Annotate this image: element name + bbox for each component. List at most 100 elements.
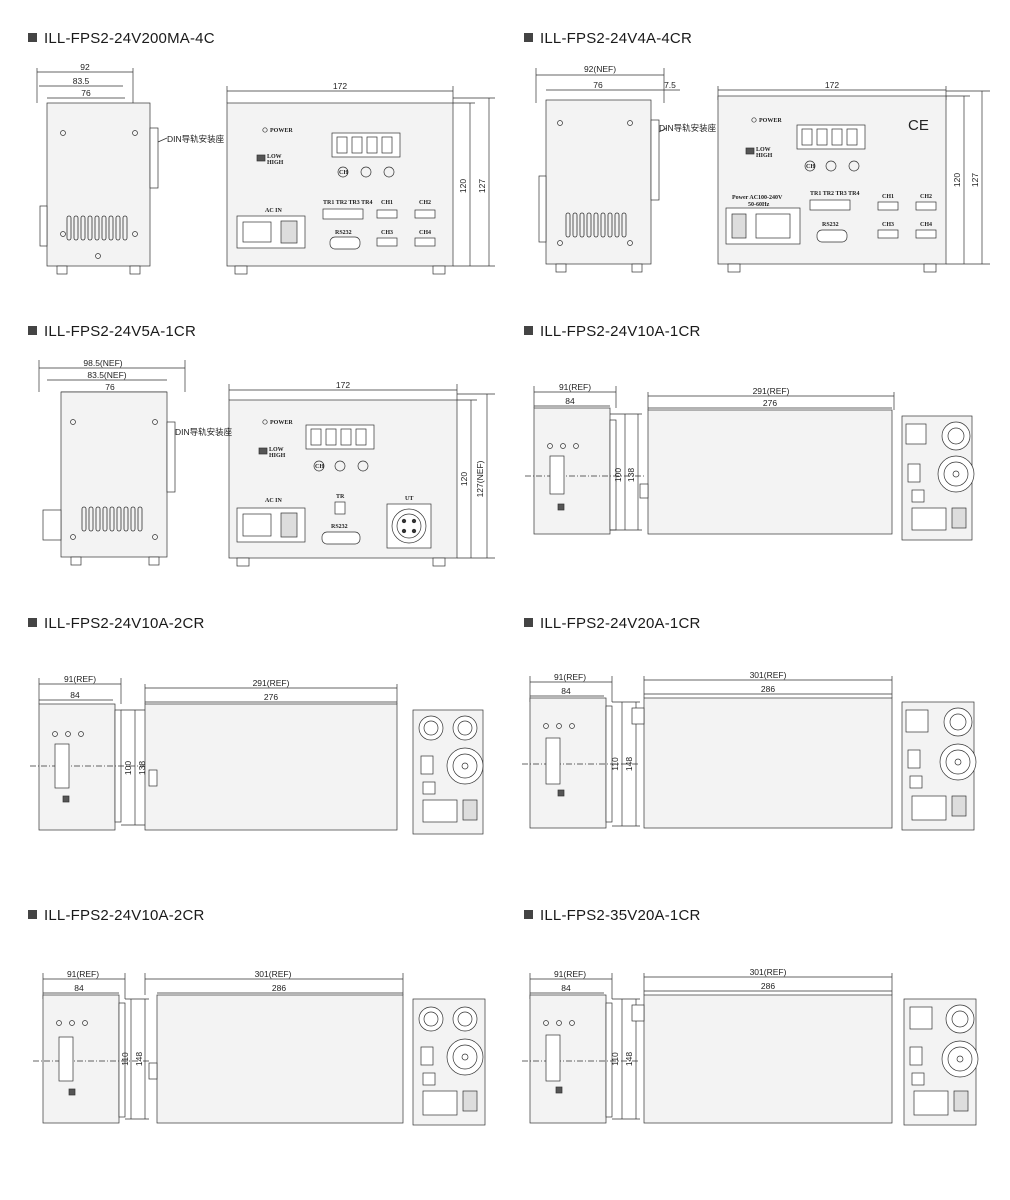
panel-title-3: ILL-FPS2-24V5A-1CR (28, 323, 196, 340)
ac-in-label: AC IN (265, 498, 283, 504)
ch1-label: CH1 (882, 194, 894, 200)
dim-height-inner: 110 (610, 757, 620, 771)
drawing-panel-1: 92 83.5 76 172 120 127 DIN导轨安装座 POWER LO… (36, 62, 495, 275)
tr-label: TR1 TR2 TR3 TR4 (323, 200, 373, 206)
low-label: LOW (756, 147, 771, 153)
dim-height-inner: 100 (123, 761, 133, 775)
bullet-square-icon (28, 33, 37, 42)
dim-side-inner: 84 (74, 983, 84, 993)
dim-top-total: 301(REF) (750, 670, 787, 680)
drawing-panel-7: 91(REF) 84 301(REF) 286 110 148 (33, 969, 486, 1126)
ch2-label: CH2 (920, 194, 932, 200)
drawing-panel-3: 98.5(NEF) 83.5(NEF) 76 172 120 127(NEF) … (38, 358, 495, 567)
high-label: HIGH (756, 153, 773, 159)
bullet-square-icon (28, 910, 37, 919)
din-rail-label: DIN导轨安装座 (659, 123, 717, 133)
ch4-label: CH4 (920, 222, 932, 228)
drawing-panel-2: 92(NEF) 76 7.5 172 120 127 DIN导轨安装座 POWE… (535, 64, 990, 273)
dim-height-inner: 120 (459, 472, 469, 486)
bullet-square-icon (28, 618, 37, 627)
dim-height-total: 138 (626, 468, 636, 482)
dim-top-inner: 286 (761, 981, 775, 991)
dim-side-total: 91(REF) (554, 969, 586, 979)
dim-side-total: 92 (80, 62, 90, 72)
dim-side-mid: 83.5(NEF) (87, 370, 126, 380)
ch2-label: CH2 (419, 200, 431, 206)
dim-top-total: 301(REF) (255, 969, 292, 979)
ch3-label: CH3 (882, 222, 894, 228)
ch4-label: CH4 (419, 230, 431, 236)
ch-button-label: CH (806, 164, 815, 170)
dim-side-total: 92(NEF) (584, 64, 616, 74)
drawing-panel-5: 91(REF) 84 291(REF) 276 100 138 (30, 674, 484, 835)
dim-front-width: 172 (336, 380, 350, 390)
panel-title-7: ILL-FPS2-24V10A-2CR (28, 907, 205, 924)
high-label: HIGH (267, 160, 284, 166)
rs232-label: RS232 (331, 524, 348, 530)
drawing-panel-4: 91(REF) 84 291(REF) 276 100 138 (525, 382, 975, 541)
ch1-label: CH1 (381, 200, 393, 206)
tr-label: TR1 TR2 TR3 TR4 (810, 191, 860, 197)
drawing-panel-8: 91(REF) 84 301(REF) 286 110 148 (522, 967, 979, 1126)
bullet-square-icon (524, 33, 533, 42)
dim-side-total: 91(REF) (554, 672, 586, 682)
drawing-panel-6: 91(REF) 84 301(REF) 286 110 148 (522, 670, 977, 831)
dim-height-total: 148 (624, 757, 634, 771)
dim-top-inner: 276 (763, 398, 777, 408)
dim-height-inner: 120 (458, 179, 468, 193)
low-label: LOW (267, 154, 282, 160)
ch3-label: CH3 (381, 230, 393, 236)
ch-button-label: CH (339, 170, 348, 176)
dim-height-inner: 120 (952, 173, 962, 187)
ch-button-label: CH (315, 464, 324, 470)
high-label: HIGH (269, 453, 286, 459)
dim-height-total: 127 (970, 173, 980, 187)
panel-title-4: ILL-FPS2-24V10A-1CR (524, 323, 701, 340)
dim-top-total: 291(REF) (253, 678, 290, 688)
low-label: LOW (269, 447, 284, 453)
dim-height-total: 127 (477, 179, 487, 193)
dim-height-inner: 110 (120, 1052, 130, 1066)
power-spec-line1: Power AC100-240V (732, 195, 783, 201)
dim-side-inner: 84 (561, 686, 571, 696)
panel-title-2: ILL-FPS2-24V4A-4CR (524, 30, 692, 47)
bullet-square-icon (524, 326, 533, 335)
dim-height-inner: 110 (610, 1052, 620, 1066)
dim-top-inner: 286 (761, 684, 775, 694)
dim-front-width: 172 (333, 81, 347, 91)
dim-height-total: 127(NEF) (475, 460, 485, 497)
dim-side-mid: 83.5 (73, 76, 90, 86)
tr-label: TR (336, 494, 345, 500)
dim-side-inner: 84 (565, 396, 575, 406)
bullet-square-icon (524, 618, 533, 627)
dim-front-width: 172 (825, 80, 839, 90)
panel-title-6: ILL-FPS2-24V20A-1CR (524, 615, 701, 632)
power-label: POWER (759, 118, 782, 124)
rs232-label: RS232 (335, 230, 352, 236)
dim-side-inner: 76 (105, 382, 115, 392)
dim-height-inner: 100 (613, 468, 623, 482)
dim-height-total: 138 (137, 761, 147, 775)
bullet-square-icon (28, 326, 37, 335)
dim-top-inner: 276 (264, 692, 278, 702)
panel-title-1: ILL-FPS2-24V200MA-4C (28, 30, 215, 47)
power-label: POWER (270, 128, 293, 134)
dim-side-total: 91(REF) (64, 674, 96, 684)
dim-side-total: 91(REF) (67, 969, 99, 979)
dim-side-inner: 76 (593, 80, 603, 90)
dim-side-total: 91(REF) (559, 382, 591, 392)
panel-title-5: ILL-FPS2-24V10A-2CR (28, 615, 205, 632)
dim-side-inner: 84 (561, 983, 571, 993)
ut-label: UT (405, 496, 413, 502)
panel-title-8: ILL-FPS2-35V20A-1CR (524, 907, 701, 924)
dim-height-total: 148 (134, 1052, 144, 1066)
dim-side-inner: 76 (81, 88, 91, 98)
dim-height-total: 148 (624, 1052, 634, 1066)
din-rail-label: DIN导轨安装座 (175, 427, 233, 437)
dim-side-inner: 84 (70, 690, 80, 700)
ce-mark-label: CE (908, 117, 929, 134)
din-rail-label: DIN导轨安装座 (167, 134, 225, 144)
power-label: POWER (270, 420, 293, 426)
dim-top-total: 291(REF) (753, 386, 790, 396)
rs232-label: RS232 (822, 222, 839, 228)
